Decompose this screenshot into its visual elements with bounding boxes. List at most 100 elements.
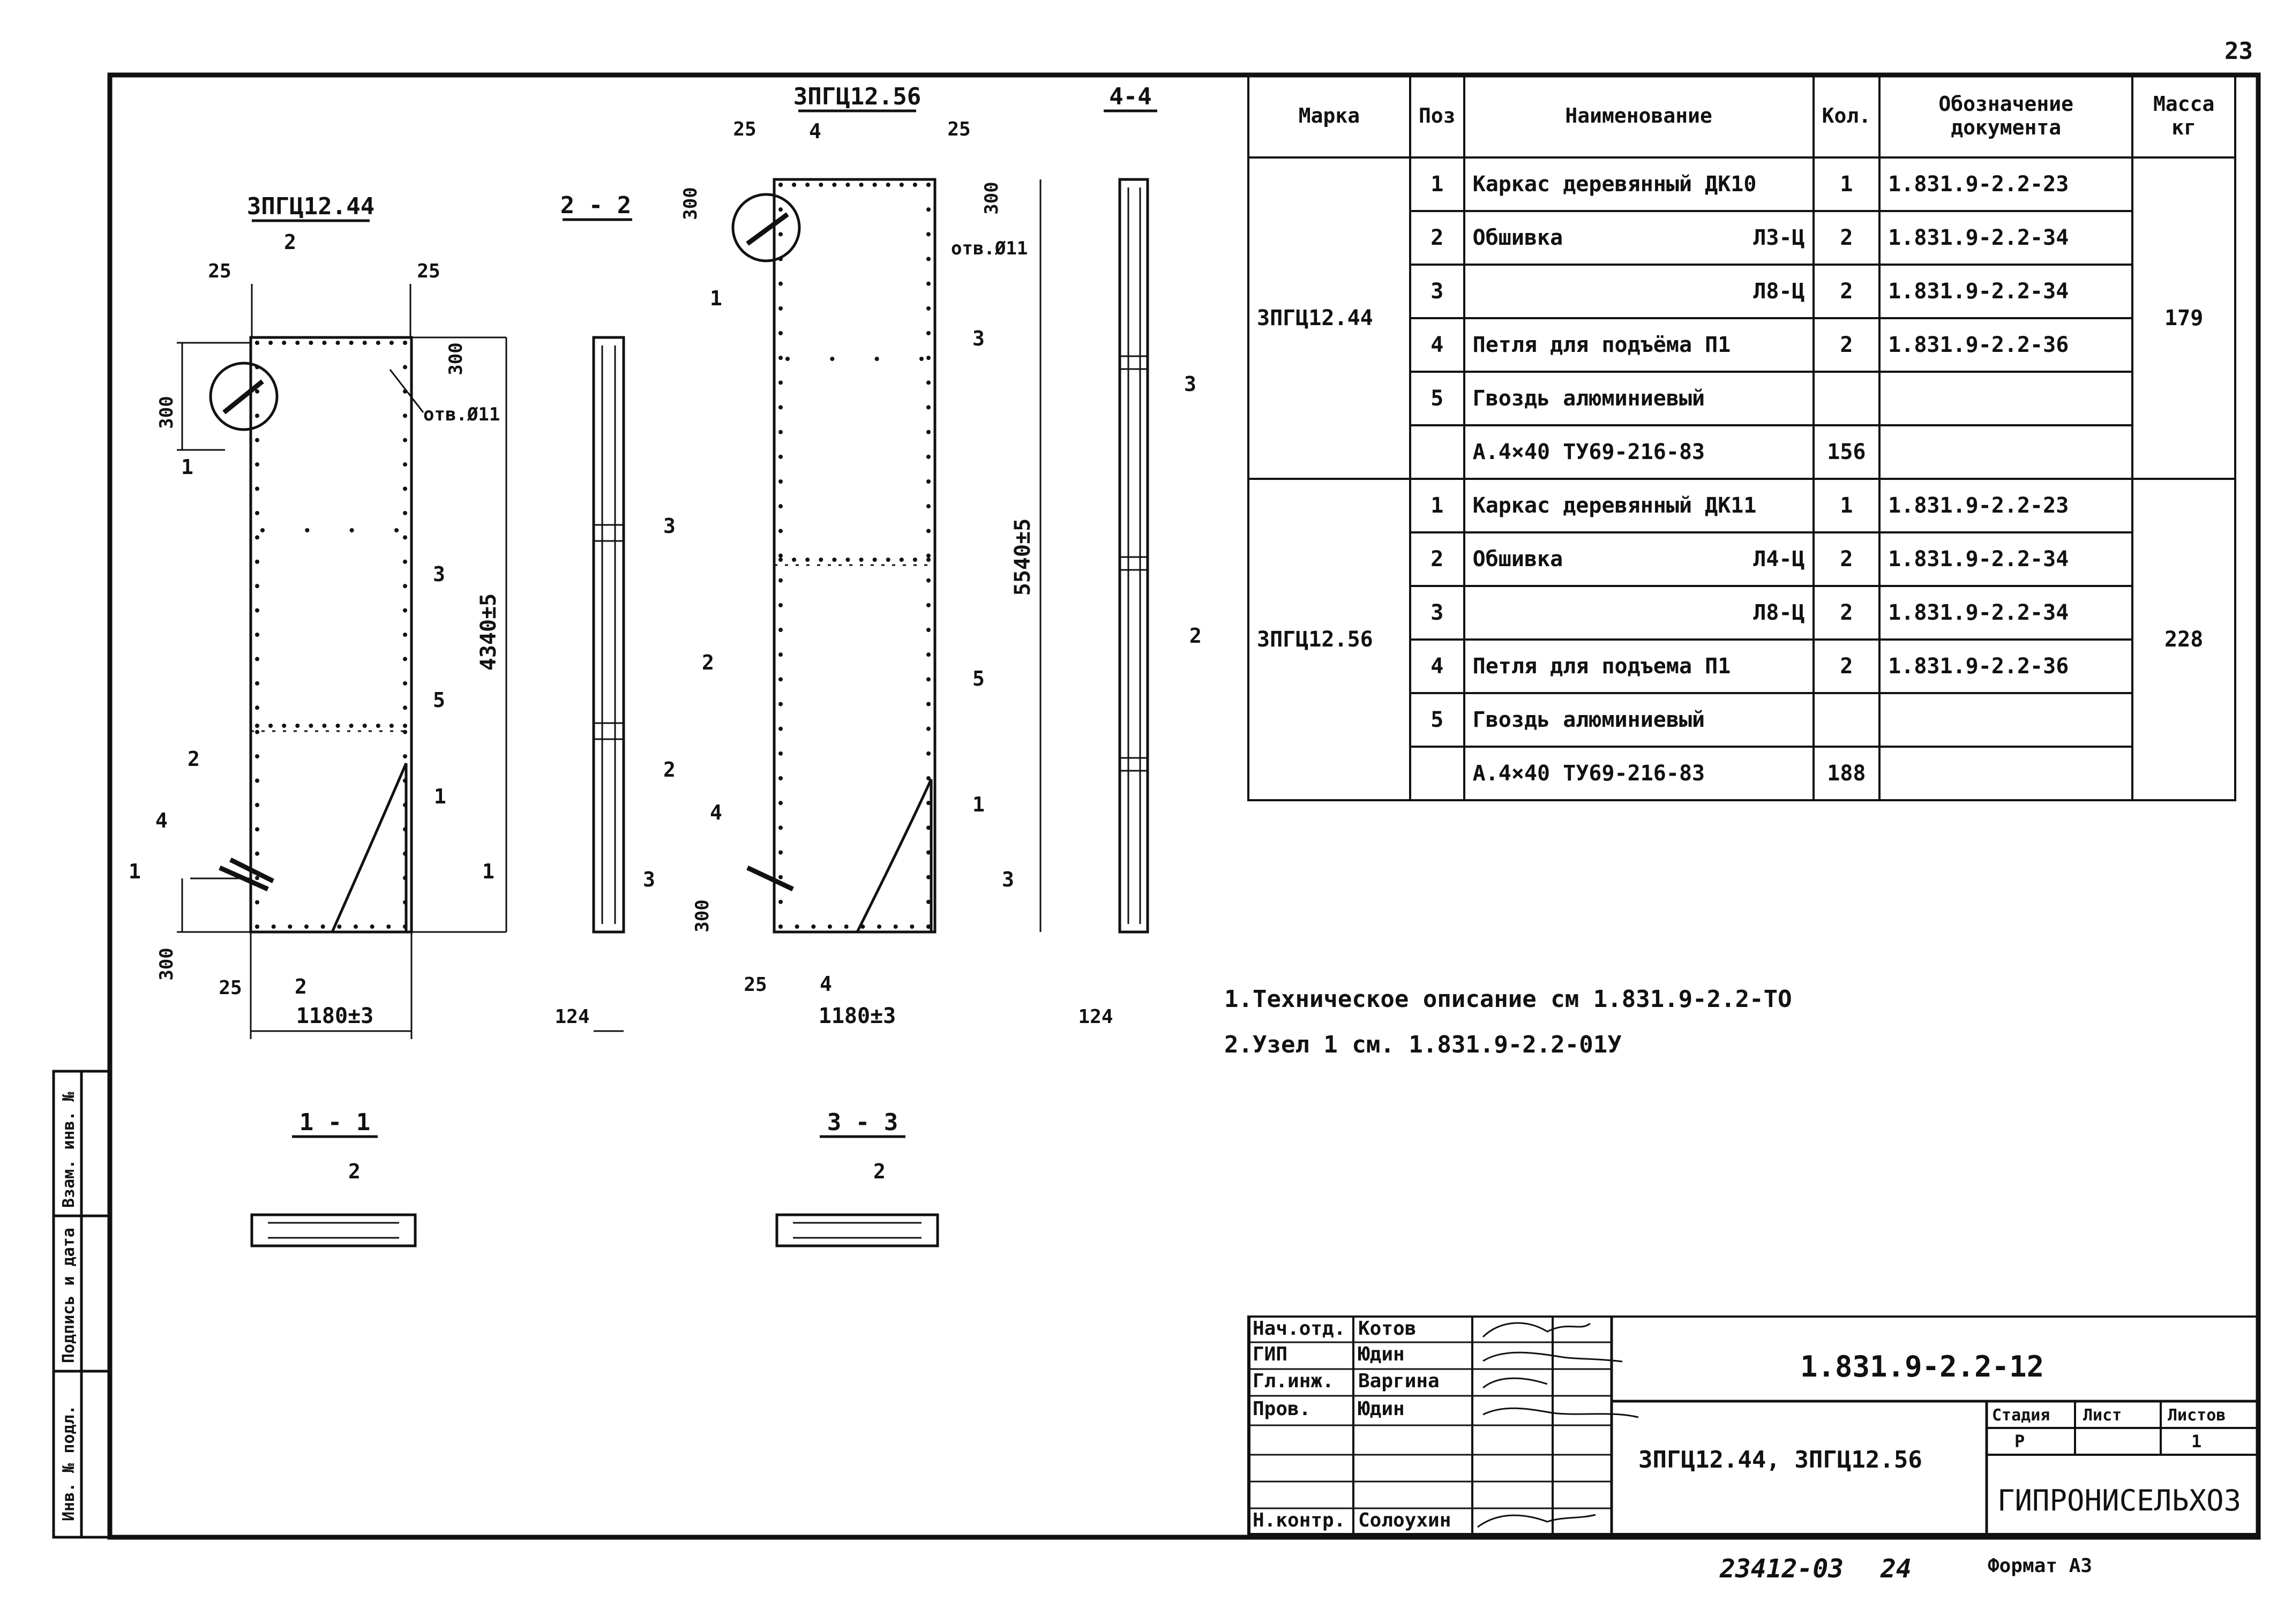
mark-cell: 3ПГЦ12.44 <box>1247 156 1411 480</box>
pos-cell: 2 <box>1409 210 1465 266</box>
rivet-dot <box>778 578 783 583</box>
rivet-dot <box>403 389 407 394</box>
view-title: 4-4 <box>1109 83 1151 110</box>
rivet-dot <box>403 876 407 881</box>
rivet-dot <box>926 553 931 558</box>
rivet-dot <box>778 825 783 830</box>
dim-25-bottom: 25 <box>219 977 242 999</box>
pos-cell <box>1409 424 1465 480</box>
dim-25-left: 25 <box>733 118 756 140</box>
rivet-dot <box>926 702 931 706</box>
doc-cell <box>1878 692 2134 748</box>
pos-cell: 5 <box>1409 371 1465 426</box>
rivet-dot <box>778 702 783 706</box>
rivet-dot <box>403 365 407 370</box>
panel-view-12-56: 3ПГЦ12.56 5540±5 1180±3 25 25 25 300 300… <box>643 83 1042 1028</box>
doc-cell: 1.831.9-2.2-23 <box>1878 478 2134 533</box>
rivet-dot <box>403 584 407 589</box>
rivet-dot <box>874 357 879 361</box>
rivet-dot <box>778 356 783 360</box>
role-2: ГИП <box>1253 1343 1288 1365</box>
item-name: Петля для подъема П1 <box>1472 654 1731 679</box>
rivet-dot <box>859 183 864 187</box>
rivet-dot <box>926 603 931 607</box>
rivet-dot <box>893 924 898 929</box>
rivet-dot <box>403 778 407 783</box>
rivet-dot <box>778 183 783 187</box>
cut-label-1b: 1 <box>482 860 495 883</box>
pos-cell: 4 <box>1409 317 1465 373</box>
pos-cell: 1 <box>1409 156 1465 212</box>
rivet-dot <box>778 726 783 731</box>
sheets-label: Листов <box>2168 1406 2226 1425</box>
rivet-dot <box>778 479 783 484</box>
view-title: 3 - 3 <box>827 1109 898 1136</box>
name-7: Солоухин <box>1358 1509 1451 1531</box>
format-label: Формат А3 <box>1988 1555 2092 1577</box>
rivet-dot <box>403 802 407 807</box>
rivet-dot <box>785 357 790 361</box>
dim-width: 124 <box>555 1006 589 1028</box>
qty-cell: 2 <box>1812 317 1881 373</box>
rivet-dot <box>778 677 783 682</box>
rivet-dot <box>926 652 931 657</box>
rivet-dot <box>403 657 407 661</box>
hole-label: отв.Ø11 <box>951 238 1028 259</box>
pos-4: 4 <box>155 809 168 832</box>
col-mark: Марка <box>1247 73 1411 159</box>
item-grade: Л3-Ц <box>1753 225 1805 250</box>
item-name: Каркас деревянный ДК11 <box>1472 493 1757 518</box>
cut-label-2: 2 <box>284 230 296 254</box>
pos-3: 3 <box>433 562 445 586</box>
cut-label-2b: 2 <box>295 975 307 998</box>
doc-cell: 1.831.9-2.2-34 <box>1878 264 2134 319</box>
name-1: Котов <box>1358 1318 1417 1340</box>
qty-cell <box>1812 692 1881 748</box>
rivet-dot <box>335 724 340 728</box>
name-2: Юдин <box>1358 1343 1405 1365</box>
rivet-dot <box>926 628 931 632</box>
rivet-dot <box>268 341 273 345</box>
rivet-dot <box>832 558 837 562</box>
rivet-dot <box>320 924 325 929</box>
note-2: 2.Узел 1 см. 1.831.9-2.2-01У <box>1224 1031 1622 1058</box>
rivet-dot <box>255 486 259 491</box>
dim-25-right: 25 <box>947 118 970 140</box>
rivet-dot <box>778 430 783 434</box>
item-name: Гвоздь алюминиевый <box>1472 386 1705 411</box>
item-name: Каркас деревянный ДК10 <box>1472 172 1757 197</box>
rivet-dot <box>288 924 293 929</box>
organization: ГИПРОНИСЕЛЬХОЗ <box>1997 1484 2242 1517</box>
rivet-dot <box>309 724 313 728</box>
rivet-dot <box>376 341 380 345</box>
name-cell: Гвоздь алюминиевый <box>1463 692 1815 748</box>
rivet-dot <box>819 558 823 562</box>
hole-label: отв.Ø11 <box>423 404 500 425</box>
pos-1: 1 <box>972 793 985 816</box>
rivet-dot <box>394 528 399 532</box>
pos-1: 1 <box>434 785 446 808</box>
item-grade: Л8-Ц <box>1753 279 1805 304</box>
archive-number: 23412-03 <box>1719 1554 1844 1584</box>
page-number: 23 <box>2224 37 2253 65</box>
rivet-dot <box>349 724 354 728</box>
pos-2: 2 <box>348 1160 361 1183</box>
rivet-dot <box>255 389 259 394</box>
rivet-dot <box>778 751 783 756</box>
rivet-dot <box>926 578 931 583</box>
item-name: А.4×40 ТУ69-216-83 <box>1472 440 1705 464</box>
sheets-value: 1 <box>2191 1431 2202 1452</box>
rivet-dot <box>403 486 407 491</box>
qty-cell: 2 <box>1812 531 1881 587</box>
dim-width: 1180±3 <box>296 1004 374 1028</box>
rivet-dot <box>255 584 259 589</box>
col-name: Наименование <box>1463 73 1815 159</box>
rivet-dot <box>778 257 783 261</box>
rivet-dot <box>389 724 394 728</box>
mass-cell: 179 <box>2131 156 2237 480</box>
rivet-dot <box>886 183 890 187</box>
